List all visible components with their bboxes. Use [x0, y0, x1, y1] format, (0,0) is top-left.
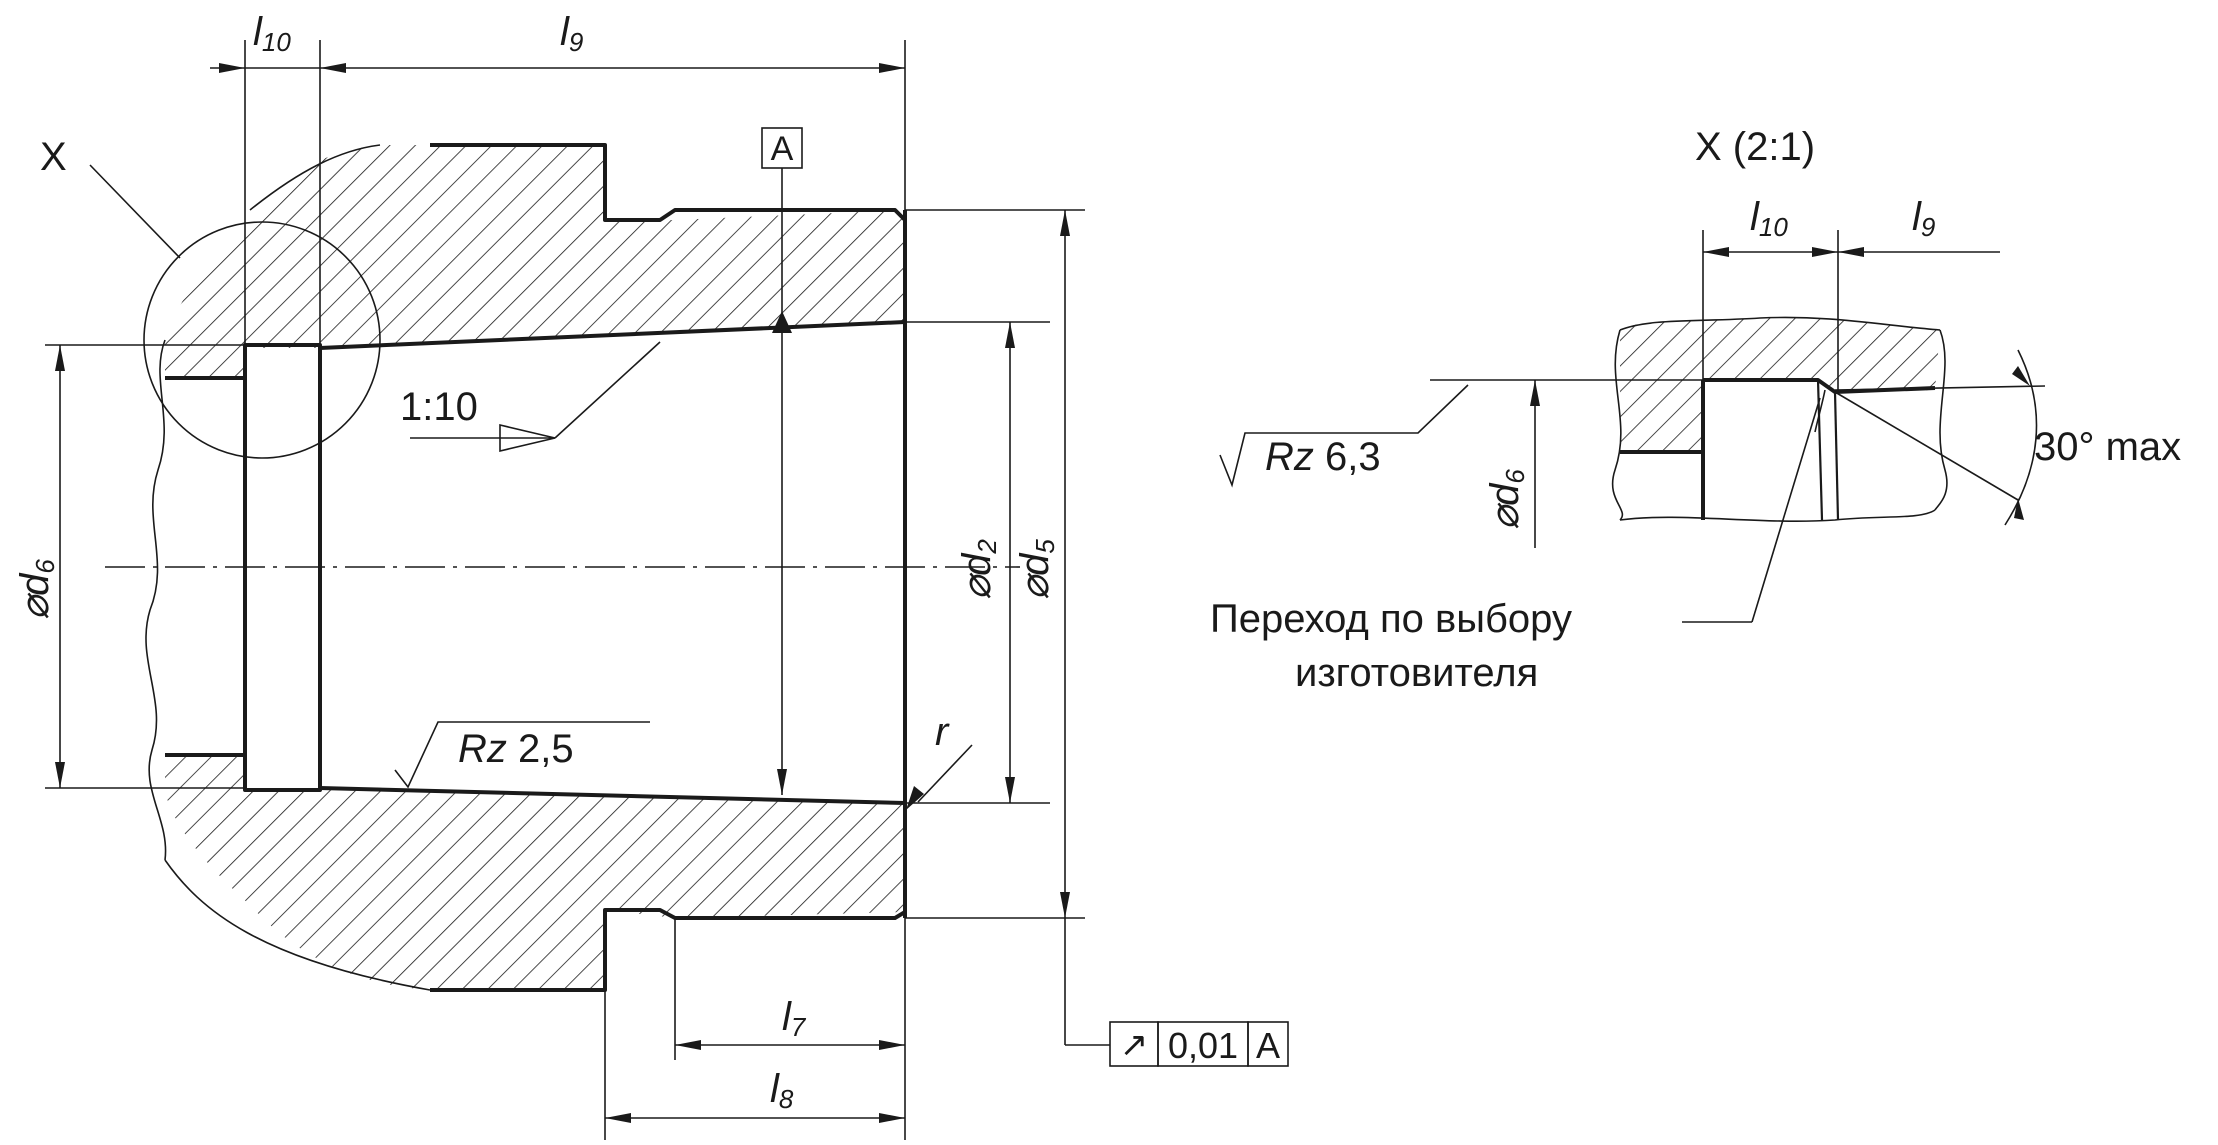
angle-arc — [2004, 349, 2038, 526]
d5-label: ⌀d5 — [1013, 539, 1060, 600]
detail-break-bottom — [1619, 509, 1936, 522]
bore-lower — [319, 786, 906, 805]
arrow-l8-left — [605, 1113, 631, 1123]
angle-label: 30° max — [2034, 425, 2181, 469]
note-line2: изготовителя — [1295, 651, 1538, 695]
detail-break-left — [1611, 329, 1624, 521]
arrow-l9-right — [879, 63, 905, 73]
detail-break-top — [1619, 316, 1941, 331]
roughness-bore-label: Rz 2,5 — [458, 727, 574, 771]
radius-leader — [917, 744, 973, 803]
bore-upper — [319, 320, 906, 350]
break-line — [145, 339, 167, 861]
l7-label: l7 — [782, 995, 807, 1042]
detail-groove-top — [1703, 378, 1936, 394]
arrow-l10-right — [320, 63, 346, 73]
roughness-symbol-bore — [394, 721, 650, 789]
detail-circle — [143, 221, 381, 459]
detail-l10-label: l10 — [1750, 195, 1788, 242]
detail-view: X (2:1) l10 l9 ⌀d6 Rz 6,3 — [1210, 125, 2181, 695]
detail-arrow-d6 — [1530, 380, 1540, 406]
datum-label: A — [771, 130, 794, 168]
arrow-d6-bottom — [55, 762, 65, 788]
d2-label: ⌀d2 — [955, 539, 1002, 600]
detail-l9-label: l9 — [1912, 195, 1935, 242]
upper-wall-hatch — [165, 145, 905, 378]
angle-arrow-2 — [2014, 498, 2024, 520]
detail-hatch — [1620, 317, 1940, 450]
angle-arrow-1 — [2012, 366, 2030, 386]
detail-title: X (2:1) — [1695, 125, 1815, 169]
arrow-l7-right — [879, 1040, 905, 1050]
taper-triangle — [499, 423, 556, 453]
angle-line — [1834, 391, 2019, 501]
radius-label: r — [935, 710, 950, 754]
arrow-l10-left — [219, 63, 245, 73]
arrow-inner-bottom — [777, 769, 787, 795]
note-leader — [1751, 397, 1821, 623]
detail-roughness-symbol — [1219, 384, 1469, 488]
l8-label: l8 — [770, 1067, 794, 1114]
detail-transition-curve — [1814, 389, 1826, 433]
arrow-d6-top — [55, 345, 65, 371]
tolerance-frame: ↗ 0,01 A — [1109, 1021, 1289, 1067]
detail-arrow-2 — [1812, 247, 1838, 257]
arrow-d2-bottom — [1005, 777, 1015, 803]
groove — [243, 343, 322, 792]
detail-d6-label: ⌀d6 — [1483, 469, 1530, 530]
detail-roughness-label: Rz 6,3 — [1265, 435, 1381, 479]
taper-label: 1:10 — [400, 385, 478, 429]
l9-label: l9 — [560, 10, 583, 57]
arrow-d5-top — [1060, 210, 1070, 236]
detail-face-2 — [1833, 391, 1840, 521]
datum-triangle — [772, 311, 792, 333]
lower-wall-hatch — [165, 755, 905, 990]
tolerance-datum: A — [1256, 1025, 1280, 1066]
detail-break-right — [1934, 329, 1948, 511]
main-section-view: X l10 l9 A 1:10 ⌀d6 — [13, 10, 1289, 1140]
detail-arrow-3 — [1838, 247, 1864, 257]
arrow-d5-bottom — [1060, 892, 1070, 918]
break-line-outer — [164, 144, 431, 991]
radius-arrow — [906, 786, 924, 810]
arrow-l7-left — [675, 1040, 701, 1050]
note-line1: Переход по выбору — [1210, 597, 1572, 641]
arrow-l8-right — [879, 1113, 905, 1123]
detail-arrow-1 — [1703, 247, 1729, 257]
detail-leader — [89, 164, 181, 259]
angle-ref-line — [1834, 385, 2046, 391]
detail-marker-label: X — [40, 135, 67, 179]
taper-pointer — [554, 341, 661, 439]
l10-label: l10 — [253, 10, 291, 57]
d6-label: ⌀d6 — [13, 559, 60, 620]
tolerance-value: 0,01 — [1168, 1025, 1238, 1066]
runout-symbol: ↗ — [1120, 1026, 1149, 1064]
arrow-d2-top — [1005, 322, 1015, 348]
